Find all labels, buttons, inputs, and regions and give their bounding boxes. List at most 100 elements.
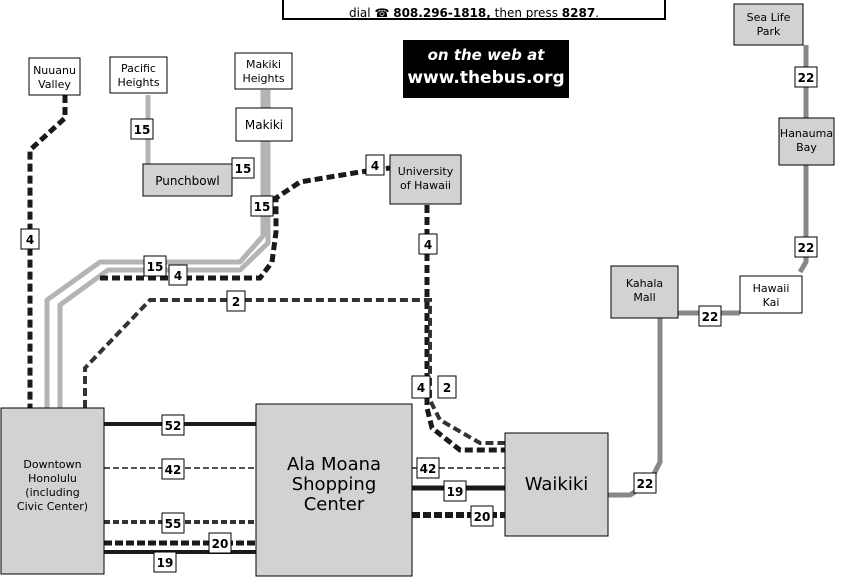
route-15-line — [44, 90, 271, 408]
makiki-heights-line1: Makiki — [246, 58, 281, 71]
route-4-upper-line — [100, 165, 391, 281]
place-hawaii-kai[interactable]: Hawaii Kai — [739, 275, 803, 314]
svg-text:2: 2 — [232, 295, 240, 309]
website-banner[interactable]: on the web at www.thebus.org — [403, 40, 569, 98]
svg-text:19: 19 — [447, 485, 464, 499]
svg-text:55: 55 — [165, 517, 182, 531]
svg-text:4: 4 — [417, 381, 425, 395]
sealife-line1: Sea Life — [747, 11, 791, 24]
route-label-19-right[interactable]: 19 — [443, 480, 467, 502]
phone-number: 808.296-1818, — [393, 6, 491, 20]
sealife-line2: Park — [757, 25, 781, 38]
place-boxes: Nuuanu Valley Pacific Heights Makiki Hei… — [0, 3, 835, 577]
place-ala-moana[interactable]: Ala Moana Shopping Center — [255, 403, 413, 577]
svg-text:22: 22 — [798, 241, 815, 255]
pacific-line1: Pacific — [121, 62, 156, 75]
place-kahala-mall[interactable]: Kahala Mall — [610, 265, 679, 319]
route-label-19-left[interactable]: 19 — [153, 551, 177, 573]
place-university-of-hawaii[interactable]: University of Hawaii — [389, 154, 462, 205]
svg-text:52: 52 — [165, 419, 182, 433]
svg-text:20: 20 — [474, 510, 491, 524]
website-caption: on the web at — [427, 46, 545, 64]
waikiki-label: Waikiki — [525, 474, 589, 495]
svg-text:22: 22 — [637, 477, 654, 491]
route-label-42-right[interactable]: 42 — [416, 457, 440, 479]
kahala-line1: Kahala — [626, 277, 663, 290]
svg-text:19: 19 — [157, 556, 174, 570]
place-nuuanu-valley[interactable]: Nuuanu Valley — [28, 57, 81, 96]
place-hanauma-bay[interactable]: Hanauma Bay — [778, 117, 835, 166]
route-label-22-waikiki[interactable]: 22 — [633, 472, 657, 494]
nuuanu-line2: Valley — [38, 78, 71, 91]
svg-text:42: 42 — [420, 462, 437, 476]
route-label-4-university-mid[interactable]: 4 — [418, 233, 438, 255]
place-waikiki[interactable]: Waikiki — [504, 432, 609, 537]
route-4-nuuanu-line — [27, 95, 68, 408]
phone-info-box: dial ☎ 808.296-1818, then press 8287. — [282, 0, 666, 20]
svg-text:20: 20 — [212, 537, 229, 551]
route-label-22-hanauma[interactable]: 22 — [794, 236, 818, 258]
svg-text:15: 15 — [134, 123, 151, 137]
downtown-line3: (including — [25, 486, 79, 499]
hawaiikai-line2: Kai — [763, 296, 780, 309]
place-downtown-honolulu[interactable]: Downtown Honolulu (including Civic Cente… — [0, 407, 105, 575]
alamoana-line3: Center — [304, 494, 365, 515]
route-label-4-university-top[interactable]: 4 — [365, 154, 385, 176]
route-label-4-nuuanu[interactable]: 4 — [20, 228, 40, 250]
route-label-15-pacific[interactable]: 15 — [130, 118, 154, 140]
downtown-line4: Civic Center) — [17, 500, 88, 513]
route-label-55[interactable]: 55 — [161, 512, 185, 534]
route-label-2-low[interactable]: 2 — [437, 375, 457, 399]
route-label-22-sealife[interactable]: 22 — [794, 66, 818, 88]
alamoana-line1: Ala Moana — [287, 454, 381, 475]
nuuanu-line1: Nuuanu — [33, 64, 76, 77]
svg-text:4: 4 — [174, 269, 182, 283]
makiki-label: Makiki — [245, 118, 283, 132]
alamoana-line2: Shopping — [292, 474, 377, 495]
svg-text:42: 42 — [165, 463, 182, 477]
university-line1: University — [398, 165, 454, 178]
punchbowl-label: Punchbowl — [155, 174, 220, 188]
svg-text:4: 4 — [26, 233, 34, 247]
route-label-2-top[interactable]: 2 — [226, 290, 246, 312]
route-label-42-left[interactable]: 42 — [161, 458, 185, 480]
hanauma-line2: Bay — [796, 141, 817, 154]
svg-text:15: 15 — [147, 260, 164, 274]
svg-text:2: 2 — [443, 381, 451, 395]
place-makiki[interactable]: Makiki — [235, 107, 293, 142]
hawaiikai-line1: Hawaii — [753, 282, 790, 295]
makiki-heights-line2: Heights — [242, 72, 284, 85]
route-4-lower-line — [424, 205, 505, 453]
route-number-labels: 4 15 15 15 15 4 4 4 2 4 2 22 22 22 22 52… — [20, 66, 818, 573]
svg-text:15: 15 — [254, 200, 271, 214]
route-label-15-punchbowl[interactable]: 15 — [231, 157, 255, 179]
pacific-line2: Heights — [117, 76, 159, 89]
university-line2: of Hawaii — [400, 179, 451, 192]
route-label-15-makiki[interactable]: 15 — [250, 195, 274, 217]
svg-text:4: 4 — [424, 238, 432, 252]
route-label-15-diagonal[interactable]: 15 — [143, 255, 167, 277]
kahala-line2: Mall — [633, 291, 655, 304]
route-label-20-left[interactable]: 20 — [208, 532, 232, 554]
route-label-4-diagonal[interactable]: 4 — [168, 264, 188, 286]
phone-middle: then press — [494, 6, 558, 20]
place-makiki-heights[interactable]: Makiki Heights — [234, 52, 293, 90]
route-label-4-university-low[interactable]: 4 — [411, 375, 431, 399]
phone-icon: ☎ — [374, 6, 390, 20]
svg-text:22: 22 — [702, 310, 719, 324]
route-label-22-kahala[interactable]: 22 — [698, 305, 722, 327]
phone-code: 8287 — [561, 6, 596, 20]
phone-prefix: dial — [348, 6, 371, 20]
svg-text:15: 15 — [235, 162, 252, 176]
website-url[interactable]: www.thebus.org — [407, 68, 565, 88]
place-punchbowl[interactable]: Punchbowl — [142, 163, 233, 197]
svg-text:22: 22 — [798, 71, 815, 85]
route-2-line — [83, 298, 505, 445]
place-sea-life-park[interactable]: Sea Life Park — [733, 3, 804, 46]
route-label-20-right[interactable]: 20 — [470, 505, 494, 527]
downtown-line2: Honolulu — [28, 472, 77, 485]
route-label-52[interactable]: 52 — [161, 414, 185, 436]
svg-text:4: 4 — [371, 159, 379, 173]
place-pacific-heights[interactable]: Pacific Heights — [109, 56, 168, 94]
